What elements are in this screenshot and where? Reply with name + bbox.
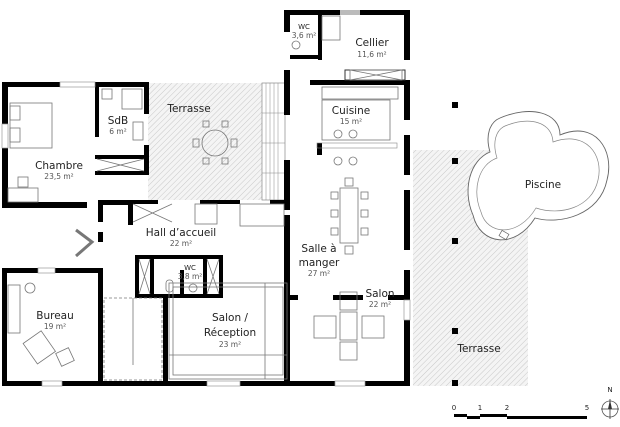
room-name: Cuisine <box>332 105 370 117</box>
pool-ladder <box>498 229 510 241</box>
room-cuisine: Cuisine 15 m² <box>332 105 370 126</box>
room-name: Terrasse <box>456 343 500 355</box>
scale-tick: 5 <box>585 404 589 412</box>
room-terrasse-patio: Terrasse <box>166 103 210 115</box>
room-name: SdB <box>108 115 129 127</box>
room-salon: Salon 22 m² <box>365 288 394 309</box>
windows <box>1 81 411 387</box>
room-wc-hall: WC 3,8 m² <box>178 264 203 281</box>
room-area: 11,6 m² <box>357 50 386 59</box>
room-area: 27 m² <box>308 269 330 278</box>
room-name: Cellier <box>355 37 389 49</box>
room-chambre: Chambre 23,5 m² <box>35 160 83 181</box>
room-area: 19 m² <box>44 322 66 331</box>
compass-label: N <box>607 386 612 394</box>
room-area: 15 m² <box>340 117 362 126</box>
room-cellier: Cellier 11,6 m² <box>355 37 389 59</box>
room-name: Chambre <box>35 160 83 172</box>
room-name: Terrasse <box>166 103 210 115</box>
scale-tick: 2 <box>505 404 509 412</box>
room-bureau: Bureau 19 m² <box>36 310 74 331</box>
room-area: 3,6 m² <box>292 31 317 40</box>
furniture <box>7 15 403 381</box>
terrace-posts <box>452 102 458 386</box>
room-area: 3,8 m² <box>178 272 203 281</box>
room-salon-reception: Salon / Réception 23 m² <box>204 312 256 349</box>
room-area: 6 m² <box>109 127 126 136</box>
room-area: 22 m² <box>369 300 391 309</box>
room-name: Bureau <box>36 310 74 322</box>
room-name: Salon <box>365 288 394 300</box>
room-area: 22 m² <box>170 239 192 248</box>
north-compass-icon: N <box>601 386 619 419</box>
room-name: Hall d’accueil <box>146 227 216 239</box>
room-hall: Hall d’accueil 22 m² <box>146 227 216 248</box>
room-piscine: Piscine <box>525 179 561 191</box>
room-name: Salon / <box>212 312 248 324</box>
pool <box>467 111 610 241</box>
entrance-door[interactable] <box>75 228 95 258</box>
scale-bar: 0 1 2 5 <box>452 404 589 419</box>
room-name-line2: manger <box>299 257 340 269</box>
terrace-patio-area <box>148 83 262 200</box>
room-name: Piscine <box>525 179 561 191</box>
room-name: WC <box>298 23 310 31</box>
room-name: WC <box>184 264 196 272</box>
room-area: 23 m² <box>219 340 241 349</box>
room-area: 23,5 m² <box>44 172 73 181</box>
room-wc-upper: WC 3,6 m² <box>292 23 317 40</box>
scale-tick: 0 <box>452 404 456 412</box>
room-terrasse-outdoor: Terrasse <box>456 343 500 355</box>
room-sdb: SdB 6 m² <box>108 115 129 136</box>
scale-tick: 1 <box>478 404 482 412</box>
wooden-deck <box>261 82 286 201</box>
room-salle-a-manger: Salle à manger 27 m² <box>299 243 340 278</box>
room-name-line2: Réception <box>204 327 256 339</box>
room-name: Salle à <box>301 243 336 255</box>
